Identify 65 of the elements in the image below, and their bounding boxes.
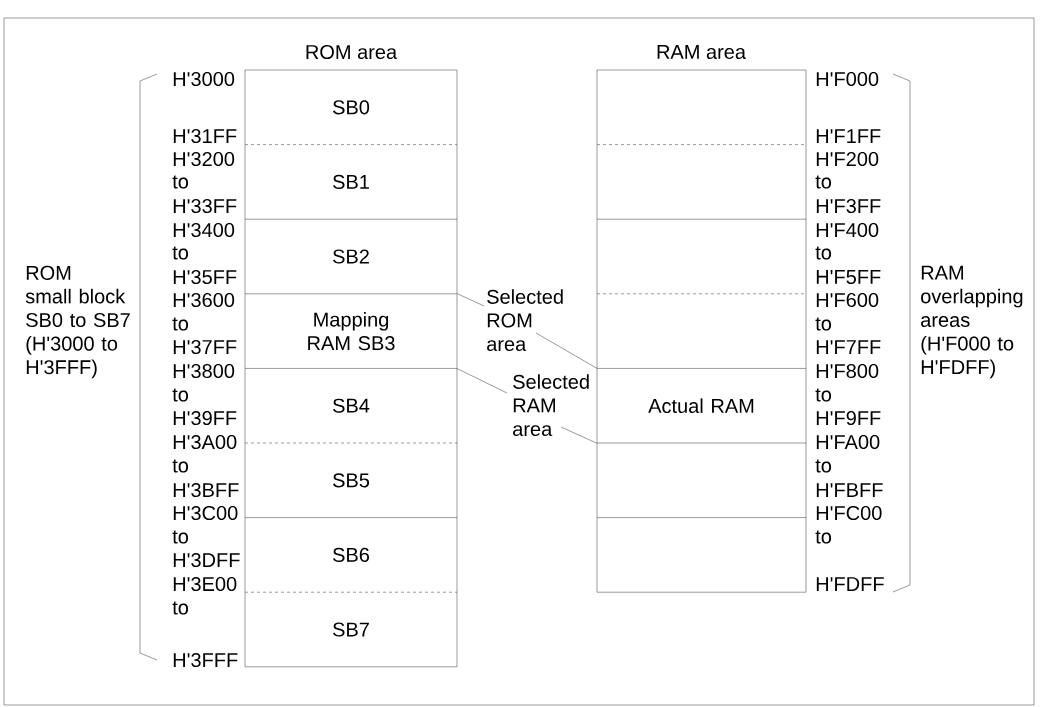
- memory-block: [596, 442, 807, 518]
- memory-block: SB1: [244, 144, 458, 220]
- leader-line: [535, 332, 597, 369]
- address-label: H'F5FF: [816, 270, 881, 284]
- memory-block: Actual RAM: [596, 368, 807, 444]
- memory-block: SB6: [244, 517, 458, 593]
- address-label: H'35FF: [173, 269, 237, 285]
- address-label: to: [172, 388, 189, 402]
- address-label: H'F800: [816, 363, 879, 379]
- address-label: to: [815, 530, 832, 544]
- address-label: H'3BFF: [173, 482, 239, 498]
- address-label: H'F200: [816, 151, 879, 167]
- address-label: H'F400: [816, 222, 879, 238]
- memory-block: Mapping RAM SB3: [244, 293, 458, 369]
- address-label: H'F7FF: [816, 340, 881, 354]
- address-label: H'F9FF: [816, 410, 881, 426]
- address-label: H'FA00: [816, 434, 880, 450]
- address-label: to: [172, 530, 189, 544]
- address-label: H'3600: [173, 292, 235, 308]
- memory-block: [596, 517, 807, 593]
- address-label: H'39FF: [173, 410, 237, 426]
- address-label: to: [815, 388, 832, 402]
- address-label: H'3000: [173, 71, 235, 87]
- callout-text: Selected RAM area: [513, 374, 589, 437]
- address-label: H'3800: [173, 363, 235, 379]
- address-label: to: [172, 317, 189, 331]
- memory-block: SB5: [244, 442, 458, 518]
- address-label: H'F3FF: [816, 198, 881, 214]
- address-label: H'3DFF: [173, 552, 240, 568]
- callout-text: Selected ROM area: [487, 289, 563, 352]
- address-label: H'33FF: [173, 198, 237, 214]
- memory-block: [596, 69, 807, 145]
- memory-block: SB4: [244, 368, 458, 444]
- address-label: H'3400: [173, 222, 235, 238]
- address-label: H'3200: [173, 151, 235, 167]
- address-label: to: [815, 246, 832, 260]
- address-label: H'3C00: [173, 505, 238, 521]
- address-label: to: [815, 175, 832, 189]
- memory-block: SB0: [244, 69, 458, 145]
- leader-line: [457, 293, 485, 307]
- address-label: H'F600: [816, 292, 879, 308]
- address-label: to: [815, 317, 832, 331]
- leader-line: [560, 426, 597, 444]
- memory-block: [596, 144, 807, 220]
- address-label: to: [172, 175, 189, 189]
- address-label: H'F1FF: [816, 129, 881, 143]
- address-label: H'3A00: [173, 434, 237, 450]
- memory-block: [596, 293, 807, 369]
- address-label: H'FBFF: [816, 483, 883, 497]
- address-label: to: [172, 601, 189, 615]
- memory-block: SB7: [244, 592, 458, 667]
- address-label: H'37FF: [173, 339, 237, 355]
- address-label: H'FDFF: [816, 577, 884, 591]
- address-label: to: [172, 459, 189, 473]
- memory-block: [596, 219, 807, 294]
- leader-line: [457, 368, 508, 394]
- address-label: H'3E00: [173, 576, 237, 592]
- address-label: H'F000: [816, 71, 879, 87]
- memory-block: SB2: [244, 219, 458, 294]
- address-label: to: [815, 459, 832, 473]
- bracket-label: RAM overlapping areas (H'F000 to H'FDFF): [921, 265, 1023, 379]
- address-label: H'FC00: [816, 505, 882, 521]
- address-label: to: [172, 246, 189, 260]
- address-label: H'31FF: [173, 128, 237, 144]
- bracket-label: ROM small block SB0 to SB7 (H'3000 to H'3FFF): [25, 265, 130, 379]
